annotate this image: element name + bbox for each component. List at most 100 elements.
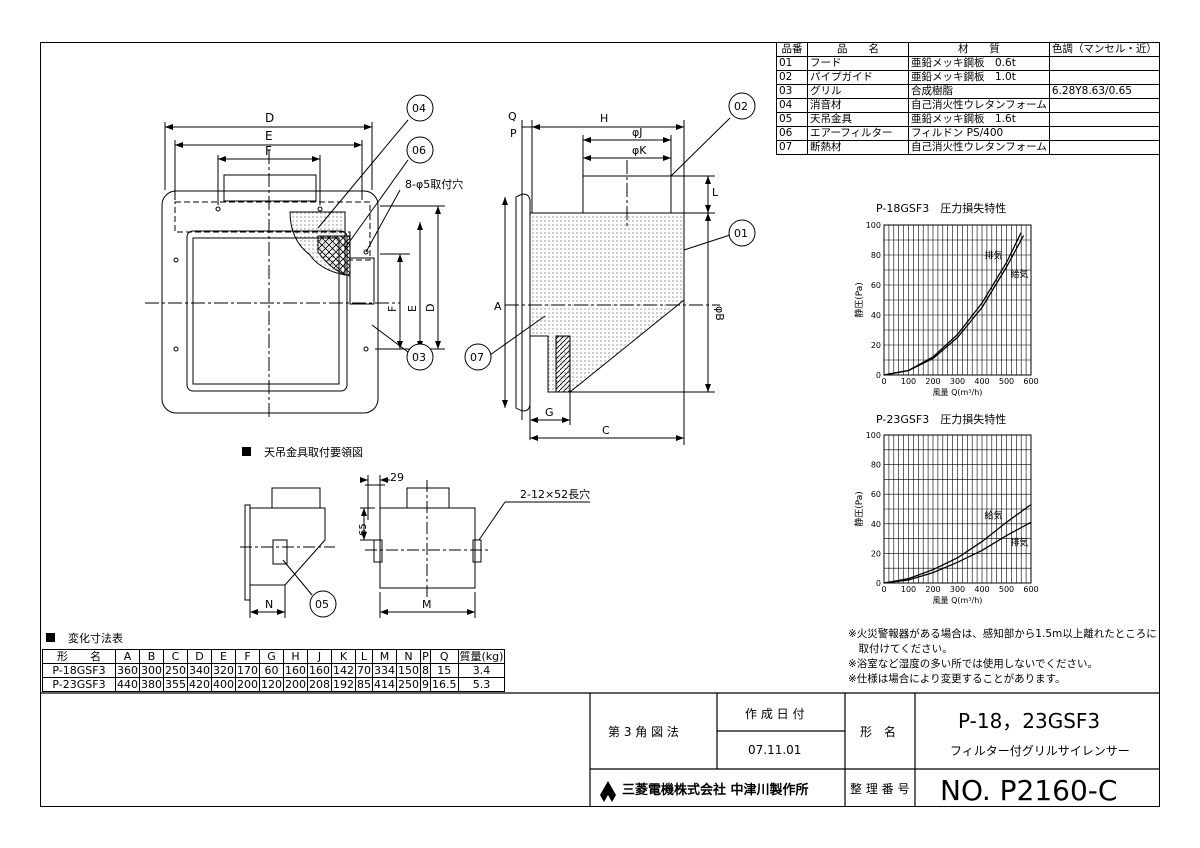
dim-cell: 208 [307,677,332,692]
dim-cell: 142 [331,663,356,678]
dim-cell: 420 [187,677,212,692]
part-no: 03 [776,84,808,99]
dim-29: 29 [390,471,404,484]
svg-text:02: 02 [734,100,748,113]
side-view [489,117,731,445]
callout-02: 02 [728,92,756,120]
dim-cell: 16.5 [430,677,459,692]
dim-cell: 250 [396,677,421,692]
dims-header: D [187,649,212,664]
dims-header: H [283,649,308,664]
dims-header: C [163,649,188,664]
y-tick-label: 0 [876,371,881,380]
table-row: P-23GSF3 440 380 355 420 400 200 120 200… [42,677,506,692]
part-name: 断熱材 [807,140,909,155]
company-name: 三菱電機株式会社 中津川製作所 [622,782,809,798]
x-tick-label: 400 [974,377,989,386]
series-line-1 [883,521,1032,584]
hanger-title: 天吊金具取付要領図 [264,445,363,459]
chart-frame [883,434,1032,584]
svg-text:06: 06 [412,144,426,157]
callout-06: 06 [406,136,434,164]
series-label: 給気 [985,509,1003,521]
y-tick-label: 40 [871,311,881,320]
front-view [145,119,445,420]
y-tick-label: 100 [866,431,881,440]
dims-header: N [396,649,421,664]
dims-header: B [139,649,164,664]
title-block [40,692,1160,807]
hanger-view-right [360,475,590,618]
dim-cell: 334 [372,663,397,678]
mitsubishi-logo-icon [600,781,616,802]
dim-cell: 300 [139,663,164,678]
dim-cell: 170 [235,663,260,678]
y-tick-label: 40 [871,520,881,529]
number-label: 整 理 番 号 [850,781,909,796]
dim-a: A [494,300,502,313]
dim-label-e: E [265,129,273,143]
hole-icon [363,346,369,352]
part-material: 自己消火性ウレタンフォーム [908,140,1050,155]
hole-icon [363,249,369,255]
x-tick-label: 600 [1023,585,1038,594]
callout-01: 01 [728,219,756,247]
x-tick-label: 300 [950,585,965,594]
svg-text:01: 01 [734,227,748,240]
x-tick-label: 100 [901,585,916,594]
duct-collar [223,174,317,202]
dims-header: A [115,649,140,664]
dim-label-f: F [265,144,272,158]
y-axis-label: 静圧(Pa) [853,282,865,318]
dims-header: J [307,649,332,664]
dim-cell: 150 [396,663,421,678]
callout-04: 04 [406,94,434,122]
hole-icon [215,206,221,212]
part-name: パイプガイド [807,70,909,85]
dim-g: G [545,406,554,419]
dims-header: 形 名 [42,649,116,664]
dim-cell: 414 [372,677,397,692]
dim-cell: 85 [355,677,373,692]
notes: ※火災警報器がある場合は、感知部から1.5m以上離れたところに 取付けてください… [848,627,1157,687]
callout-05: 05 [309,590,337,618]
dim-l: L [712,186,719,199]
part-material: フィルドン PS/400 [908,126,1050,141]
part-color [1048,140,1161,155]
x-tick-label: 0 [881,377,886,386]
x-axis-label: 風量 Q(m³/h) [933,596,983,605]
y-axis-label: 静圧(Pa) [853,491,865,527]
dim-q: Q [508,110,517,123]
x-tick-label: 400 [974,585,989,594]
filter-section [555,335,571,393]
drawing-number: NO. P2160-C [940,774,1117,807]
part-material: 亜鉛メッキ鋼板 1.6t [908,112,1050,127]
side-dim-d: D [424,304,437,312]
x-tick-label: 600 [1023,377,1038,386]
product-name: フィルター付グリルサイレンサー [950,744,1130,758]
x-tick-label: 200 [925,585,940,594]
model-value: P-18，23GSF3 [958,709,1100,733]
dim-cell: 340 [187,663,212,678]
dim-j: φJ [632,126,643,139]
x-tick-label: 500 [999,585,1014,594]
x-tick-label: 0 [881,585,886,594]
chart-title: P-23GSF3 圧力損失特性 [876,412,1006,426]
dims-table-header: 形 名 A B C D E F G H J K L M N P Q 質量(kg) [42,649,506,664]
table-row: P-18GSF3 360 300 250 340 320 170 60 160 … [42,663,506,678]
callout-07: 07 [464,343,492,371]
y-tick-label: 100 [866,221,881,230]
dim-cell: 3.4 [457,663,506,678]
dim-cell: 360 [115,663,140,678]
y-tick-label: 60 [871,281,881,290]
svg-text:03: 03 [412,351,426,364]
dim-cell: 380 [139,677,164,692]
dims-header: P [420,649,431,664]
dim-b: φB [713,306,726,321]
dim-cell: 120 [259,677,284,692]
x-tick-label: 300 [950,377,965,386]
dim-cell: 355 [163,677,188,692]
